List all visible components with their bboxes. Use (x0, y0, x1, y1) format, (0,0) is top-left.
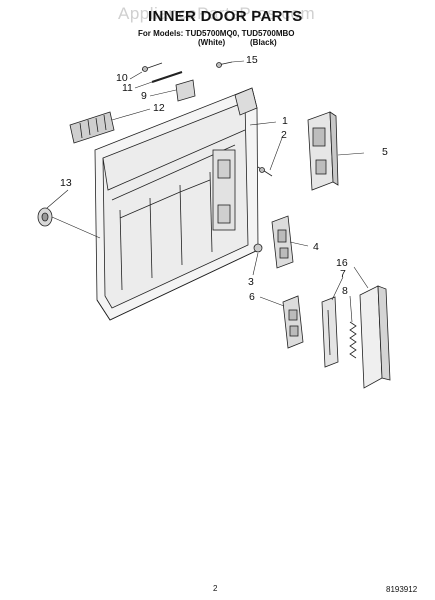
part-2-screw (257, 166, 273, 177)
variant-white: (White) (198, 38, 226, 47)
part-5-control-module (307, 111, 339, 191)
part-15-screw (216, 61, 233, 68)
callout-2: 2 (281, 129, 287, 141)
part-11-rod (151, 71, 183, 83)
part-6-latch-bracket (282, 295, 304, 349)
watermark: AppliancePartsPros.com (118, 4, 316, 23)
callout-11: 11 (122, 82, 133, 94)
part-16-cover (359, 285, 391, 389)
variant-black: (Black) (250, 38, 277, 47)
callout-9: 9 (141, 90, 147, 102)
page-number: 2 (213, 584, 218, 593)
callout-12: 12 (153, 102, 165, 114)
callout-16: 16 (336, 257, 348, 269)
callout-4: 4 (313, 241, 319, 253)
callout-15: 15 (246, 54, 258, 66)
callout-10: 10 (116, 72, 128, 84)
part-9-clip (175, 79, 196, 102)
part-8-spring (349, 321, 357, 359)
callout-7: 7 (340, 268, 346, 280)
part-4-latch (271, 215, 294, 269)
part-3-nut (253, 243, 263, 253)
callout-3: 3 (248, 276, 254, 288)
callout-8: 8 (342, 285, 348, 297)
part-7-strike (321, 296, 339, 368)
callout-13: 13 (60, 177, 72, 189)
inner-door-panel (94, 87, 259, 321)
part-12-vent (69, 111, 115, 144)
document-number: 8193912 (386, 585, 418, 594)
callout-1: 1 (282, 115, 288, 127)
part-10-screw (141, 62, 163, 72)
page-title: INNER DOOR PARTS (148, 8, 303, 25)
callout-6: 6 (249, 291, 255, 303)
callout-5: 5 (382, 146, 388, 158)
model-list: For Models: TUD5700MQ0, TUD5700MBO (138, 29, 295, 38)
part-13-knob (37, 207, 53, 227)
